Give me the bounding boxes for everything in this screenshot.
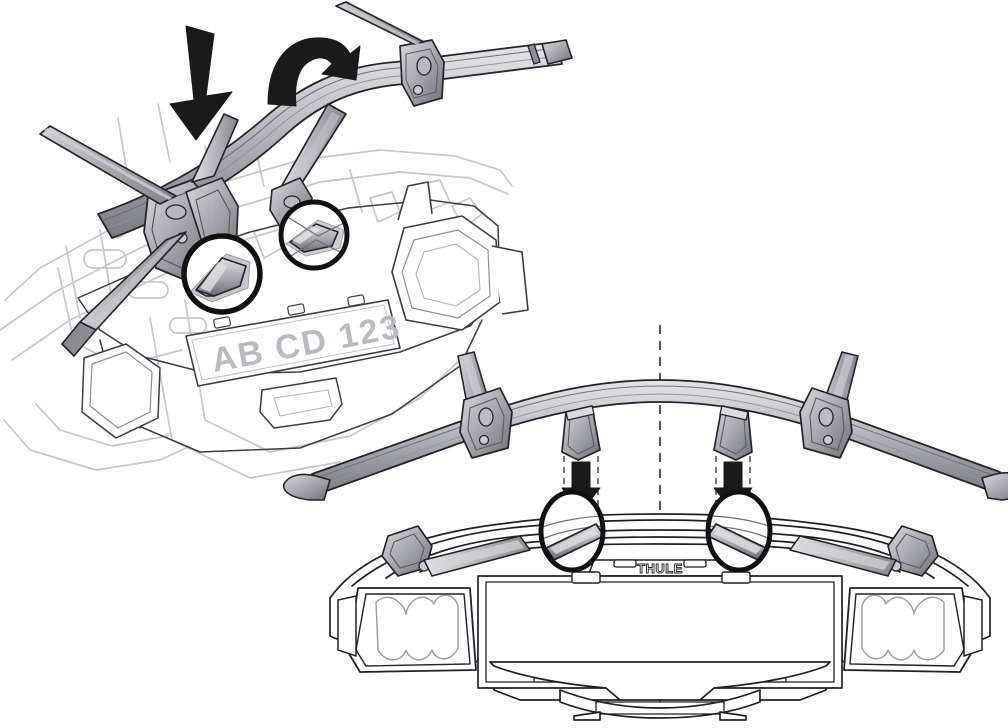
thule-logo-text: THULE: [637, 561, 683, 576]
clamp-upper-right: [399, 39, 445, 107]
strap-left-long: [39, 125, 177, 205]
panel-upper-left: AB CD 123: [0, 1, 574, 479]
trunk-handle: [259, 377, 343, 429]
support-strut-left: [191, 113, 239, 183]
taillight-right: [391, 181, 529, 331]
strap-upper-right: [335, 1, 425, 45]
brand-badge: THULE: [587, 559, 733, 577]
mounting-lug-right: [713, 405, 753, 461]
detail-circle-pin-left: [181, 233, 263, 315]
detail-circle-socket-left: [538, 489, 606, 573]
detail-circle-socket-right: [705, 489, 773, 573]
panel-lower-right: THULE: [283, 325, 1008, 724]
mounting-foot-left: [381, 525, 531, 577]
base-lower-skirt: [489, 661, 831, 721]
strap-clamp-left: [457, 351, 513, 459]
arm-end-cap-right: [527, 39, 574, 65]
carrier-arm-assembly: [283, 351, 1008, 501]
wheel-tray-left: [337, 587, 477, 673]
mounting-lug-left: [561, 405, 601, 461]
strap-clamp-right: [799, 351, 859, 459]
wheel-tray-right: [843, 587, 983, 673]
detail-circle-pin-right: [278, 199, 350, 271]
license-plate-holder: [477, 559, 843, 689]
curved-rotate-arrow: [267, 37, 361, 107]
taillight-left: [81, 343, 161, 439]
mounting-foot-right: [789, 525, 939, 577]
strap-left-descending: [61, 231, 187, 357]
large-down-arrow: [169, 25, 233, 141]
